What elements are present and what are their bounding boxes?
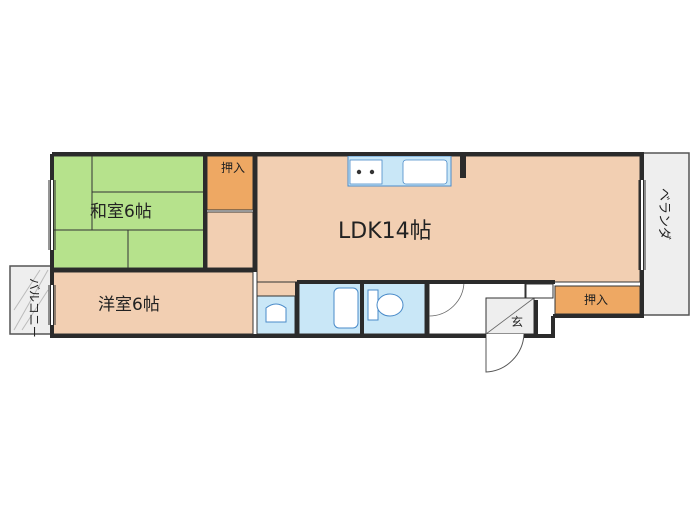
tatami-lines <box>52 156 205 268</box>
window-frames <box>48 180 646 325</box>
washitsu-label: 和室6帖 <box>90 202 152 222</box>
kitchen-sink <box>402 159 448 185</box>
balcony-left-label: バルコニー <box>27 278 41 338</box>
genkan-label: 玄 <box>511 314 523 329</box>
veranda-label: ベランダ <box>656 188 671 240</box>
column <box>460 156 466 178</box>
oshiire-top-label: 押入 <box>221 161 245 175</box>
washbasin-icon <box>265 303 287 323</box>
shoe-box <box>525 283 554 299</box>
ldk-label: LDK14帖 <box>338 219 432 244</box>
balcony-hatch <box>13 269 49 331</box>
youshitsu-room <box>51 271 254 335</box>
veranda <box>642 152 690 316</box>
toilet-bowl-icon <box>376 293 404 317</box>
oshiire-right-label: 押入 <box>584 293 608 307</box>
stove <box>349 159 383 185</box>
closet-under-oshiire <box>206 211 254 269</box>
genkan-step <box>485 297 535 335</box>
entrance-door-icon <box>485 333 525 373</box>
youshitsu-label: 洋室6帖 <box>98 295 160 315</box>
bathtub-icon <box>333 287 359 329</box>
windows <box>51 180 643 325</box>
burner-right-icon <box>369 169 375 175</box>
burner-left-icon <box>356 169 362 175</box>
